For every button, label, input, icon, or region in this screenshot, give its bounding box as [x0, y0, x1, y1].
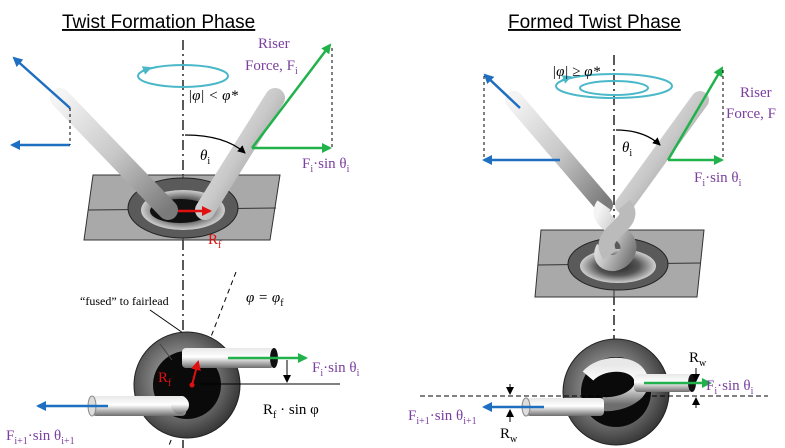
- right-panel: Formed Twist Phase |φ| ≥ φ* Riser Force,…: [408, 12, 776, 446]
- right-fsin-top: Fi·sin θi: [694, 170, 742, 189]
- left-rf-label: Rf: [208, 232, 222, 251]
- right-phi-condition: |φ| ≥ φ*: [552, 64, 601, 80]
- left-bottom-rf: Rf: [158, 370, 172, 389]
- left-bottom-pipe-lower: [92, 396, 186, 416]
- left-phi-condition: |φ| < φ*: [188, 88, 238, 104]
- right-twisted-pipe: [593, 200, 637, 271]
- right-riser-label: Riser: [740, 85, 772, 101]
- right-fsin-bottom: Fi·sin θi: [706, 378, 754, 397]
- left-bottom-pipe-joint: [171, 396, 189, 414]
- right-rw-top: Rw: [689, 350, 707, 369]
- left-riser-label: Riser: [258, 36, 290, 52]
- left-green-diag-arrow: [251, 43, 332, 149]
- right-theta-label: θi: [622, 140, 632, 159]
- left-title: Twist Formation Phase: [62, 12, 255, 33]
- left-swirl: [137, 64, 229, 88]
- right-green-diag-arrow: [666, 66, 724, 161]
- right-theta-arc: [615, 129, 661, 146]
- left-theta-label: θi: [200, 148, 210, 167]
- left-phi-eq: φ = φf: [246, 290, 284, 309]
- left-riser-pipe-2: [195, 88, 285, 220]
- left-rf-sin: Rf · sin φ: [263, 402, 319, 421]
- left-fsin-top: Fi·sin θi: [302, 156, 350, 175]
- right-fi1-sin: Fi+1·sin θi+1: [408, 408, 477, 427]
- left-panel: Twist Formation Phase Riser Force, Fi |: [6, 12, 360, 448]
- left-bottom-red-arrow: [191, 360, 201, 386]
- left-bottom-seam: [159, 343, 173, 361]
- left-fsin-bottom: Fi·sin θi: [312, 360, 360, 379]
- right-swirl-inner: [579, 80, 649, 96]
- left-fi1-sin: Fi+1·sin θi+1: [6, 428, 75, 447]
- left-fused-label: “fused” to fairlead: [80, 294, 169, 308]
- left-riser-pipe-1: [50, 88, 178, 220]
- right-riser-pipe-1: [505, 91, 613, 214]
- right-twisted-pipe-2: [598, 200, 636, 260]
- right-title: Formed Twist Phase: [508, 12, 681, 33]
- left-swirl-arrow: [141, 66, 152, 75]
- left-theta-arc: [184, 134, 246, 154]
- right-swirl-outer: [555, 73, 673, 99]
- left-bottom-red-dot: [189, 382, 195, 388]
- right-bottom-pipe-lower: [526, 398, 604, 416]
- right-force-label: Force, F: [726, 106, 776, 122]
- right-riser-pipe-2: [615, 91, 709, 214]
- right-blue-diag-arrow: [483, 73, 521, 109]
- right-rw-bottom: Rw: [500, 426, 518, 445]
- left-blue-diag-arrow: [12, 56, 71, 109]
- right-swirl-arrow: [561, 75, 572, 84]
- left-force-label: Force, Fi: [245, 58, 298, 77]
